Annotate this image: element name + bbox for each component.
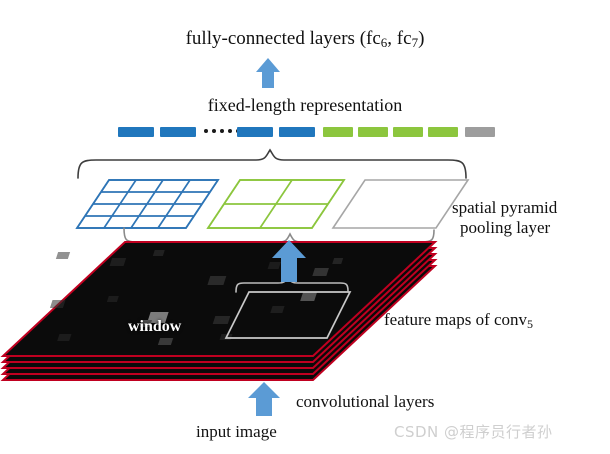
feature-map-stack <box>0 240 438 381</box>
spp-label-line2: pooling layer <box>460 218 551 238</box>
spp-brace-icon <box>77 148 467 179</box>
fc6-subscript: 6 <box>380 35 388 50</box>
spatial-pyramid-pooling-label: spatial pyramid pooling layer <box>452 198 557 238</box>
arrow-conv-to-featmaps-icon <box>248 382 280 416</box>
pyramid-level-4x4 <box>75 179 220 229</box>
csdn-watermark: CSDN @程序员行者孙 <box>394 423 553 441</box>
window-to-spp-brace-icon <box>123 227 435 243</box>
convolutional-layers-label: convolutional layers <box>296 392 435 411</box>
pyramid-level-2x2 <box>206 179 346 229</box>
fully-connected-layers-label: fully-connected layers (fc6, fc7) <box>0 28 610 50</box>
vector-segment-blue-1 <box>118 127 154 137</box>
vector-segment-gray-1 <box>465 127 495 137</box>
fmaps-label-text: feature maps of conv <box>384 310 528 329</box>
vector-segment-green-3 <box>393 127 423 137</box>
window-region <box>224 291 352 339</box>
window-label: window <box>128 318 182 335</box>
vector-segment-blue-3 <box>237 127 273 137</box>
fixed-length-representation-label: fixed-length representation <box>207 95 403 115</box>
vector-segment-green-1 <box>323 127 353 137</box>
conv5-subscript: 5 <box>527 317 534 331</box>
vector-segment-green-2 <box>358 127 388 137</box>
pyramid-level-1x1 <box>331 179 470 229</box>
fc7-subscript: 7 <box>411 35 419 50</box>
fc-label-prefix: fully-connected layers (fc <box>185 28 381 49</box>
input-image-label: input image <box>196 422 277 441</box>
vector-segment-green-4 <box>428 127 458 137</box>
arrow-to-fc-icon <box>256 58 280 88</box>
vector-segment-blue-4 <box>279 127 315 137</box>
feature-maps-conv5-label: feature maps of conv5 <box>384 310 533 331</box>
fc-label-suffix: ) <box>418 28 425 49</box>
vector-segment-blue-2 <box>160 127 196 137</box>
fixed-length-feature-vector <box>118 127 495 138</box>
fc-label-mid: , fc <box>387 28 412 49</box>
spp-label-line1: spatial pyramid <box>452 198 558 217</box>
arrow-spp-to-vector-icon <box>272 240 306 282</box>
